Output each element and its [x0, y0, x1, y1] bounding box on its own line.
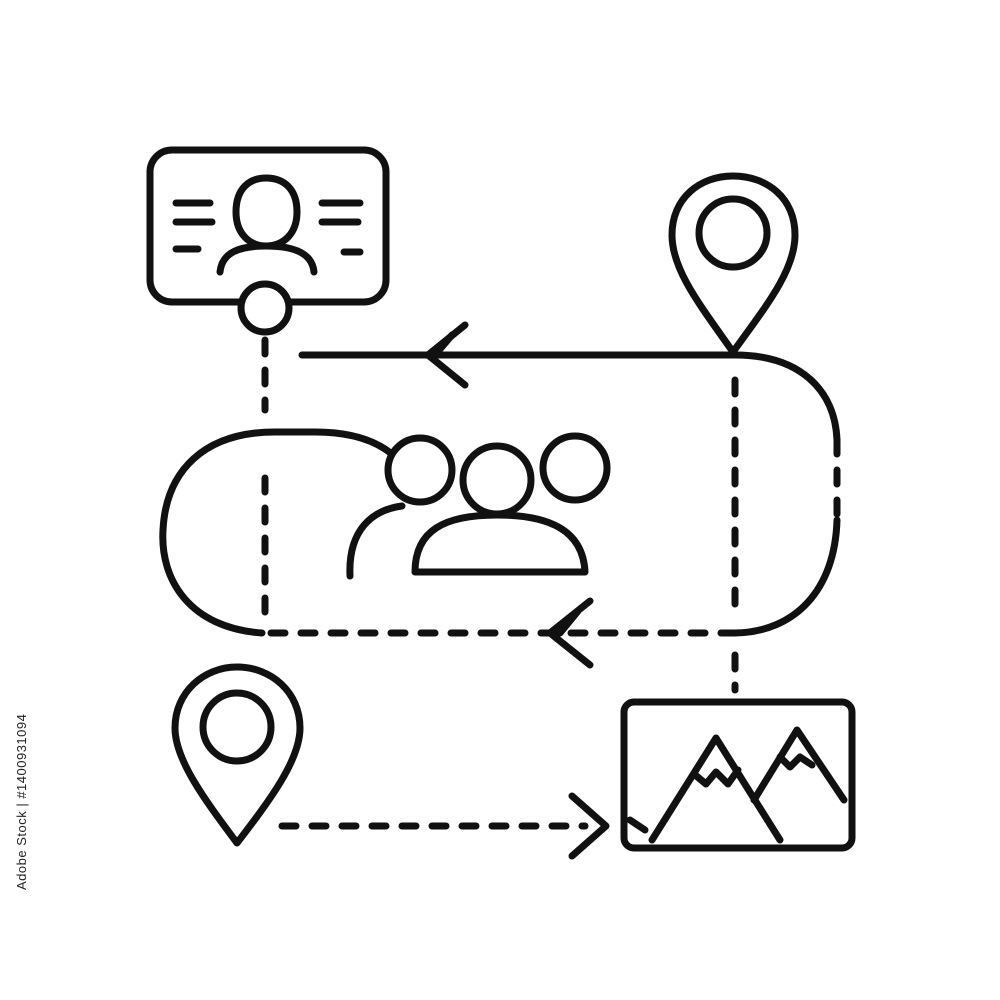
- profile-card-icon: [146, 146, 390, 336]
- left-chevron-bottom-icon: [546, 597, 594, 669]
- right-chevron-icon: [568, 792, 610, 860]
- location-pin-top-icon: [668, 172, 799, 356]
- stock-id-watermark: Adobe Stock | #1400931094: [14, 713, 29, 890]
- left-chevron-top-icon: [424, 321, 469, 389]
- location-pin-bottom-icon: [171, 663, 304, 847]
- group-people-icon: [346, 432, 611, 580]
- picture-mountains-icon: [620, 698, 856, 852]
- left-loop-line: [159, 428, 404, 637]
- top-route-line: [298, 351, 841, 637]
